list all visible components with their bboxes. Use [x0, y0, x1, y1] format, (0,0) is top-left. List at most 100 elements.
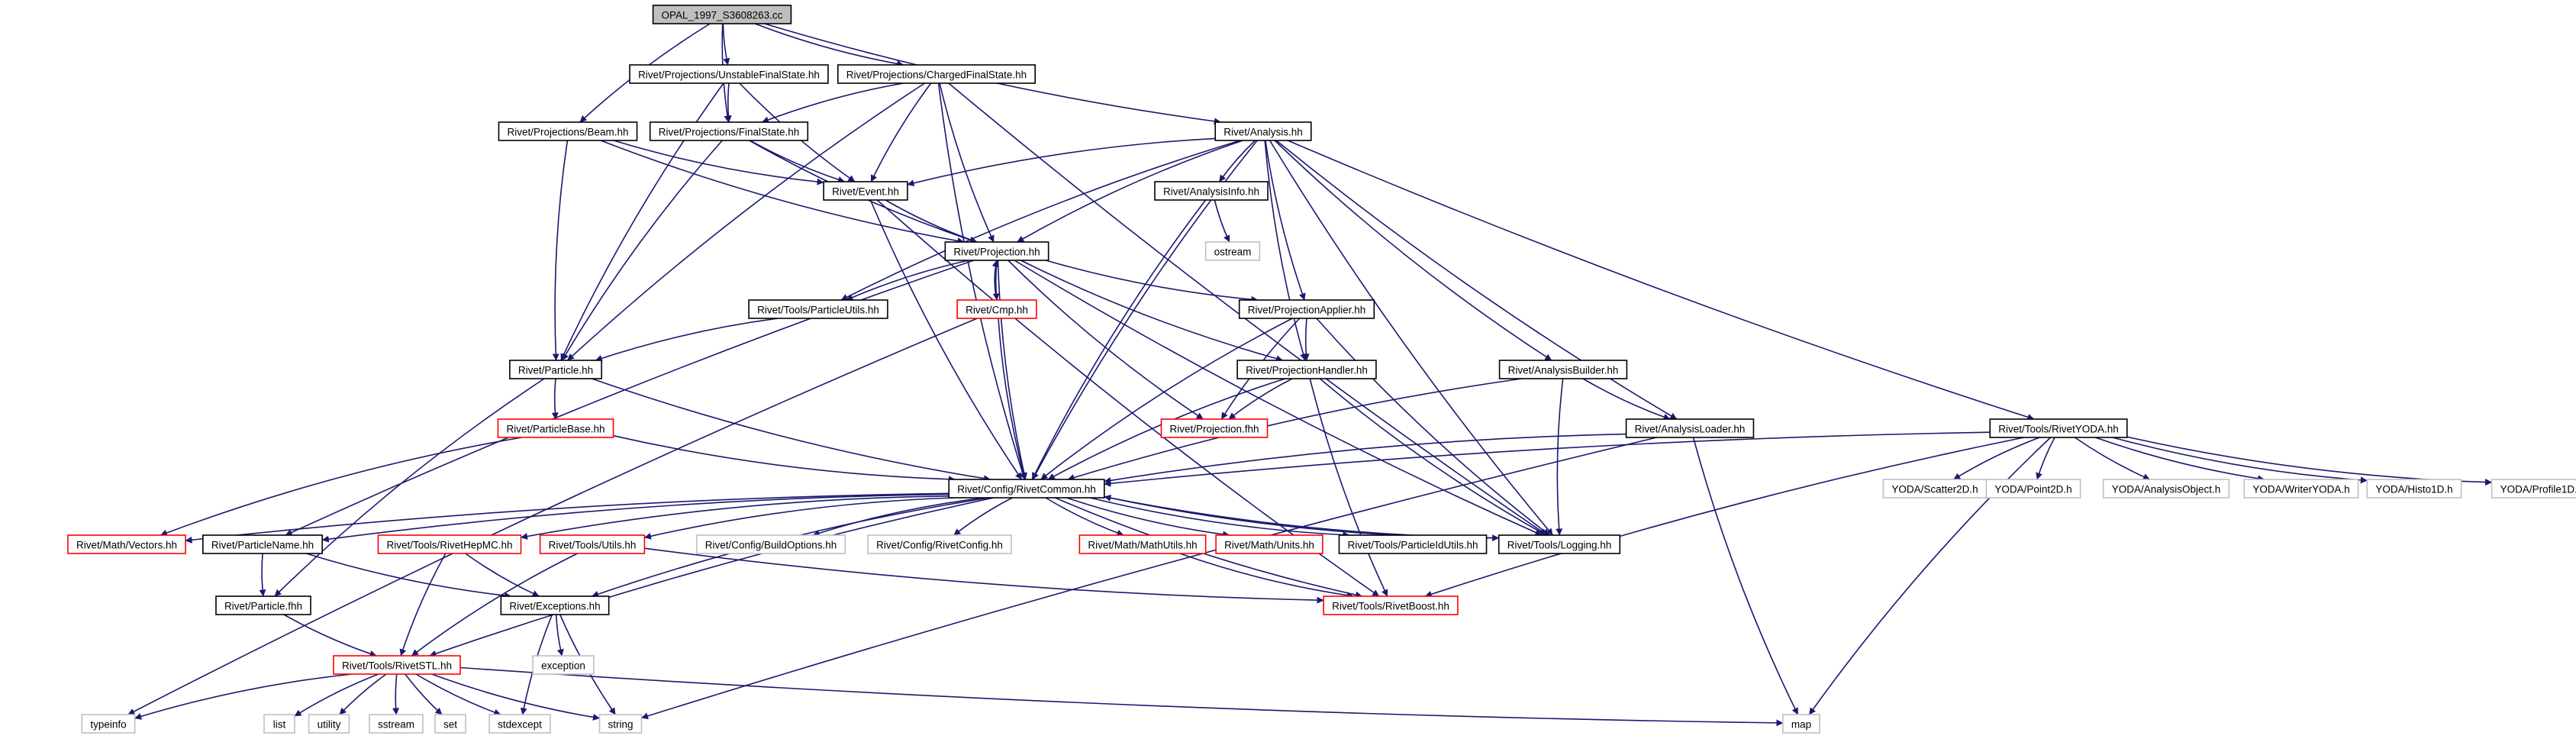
node-rivethepmc[interactable]: Rivet/Tools/RivetHepMC.hh	[377, 534, 522, 554]
node-label: Rivet/AnalysisBuilder.hh	[1508, 365, 1619, 376]
edge-projhandler-to-logging	[1319, 378, 1547, 536]
node-cmp[interactable]: Rivet/Cmp.hh	[956, 299, 1037, 319]
edge-projection-to-logging	[1014, 260, 1543, 536]
node-exceptions[interactable]: Rivet/Exceptions.hh	[500, 595, 610, 615]
node-string[interactable]: string	[598, 714, 643, 734]
node-logging[interactable]: Rivet/Tools/Logging.hh	[1498, 534, 1621, 554]
node-map[interactable]: map	[1782, 714, 1820, 734]
node-projection[interactable]: Rivet/Projection.hh	[944, 241, 1049, 261]
node-box	[1215, 534, 1323, 554]
node-vectors[interactable]: Rivet/Math/Vectors.hh	[67, 534, 186, 554]
node-particleutils[interactable]: Rivet/Tools/ParticleUtils.hh	[748, 299, 888, 319]
node-histo1d[interactable]: YODA/Histo1D.h	[2366, 479, 2462, 499]
node-toolsutils[interactable]: Rivet/Tools/Utils.hh	[539, 534, 646, 554]
node-particle[interactable]: Rivet/Particle.hh	[509, 360, 602, 379]
edge-rivetyoda-to-scatter2d	[1953, 437, 2040, 480]
edge-rivetcommon-to-vectors	[185, 492, 949, 544]
node-writeryoda[interactable]: YODA/WriterYODA.h	[2243, 479, 2359, 499]
node-analysisbuilder[interactable]: Rivet/AnalysisBuilder.hh	[1498, 360, 1628, 379]
edge-analysisloader-to-rivetcommon	[1104, 433, 1627, 484]
node-label: Rivet/Tools/RivetSTL.hh	[342, 660, 452, 672]
edge-charged-to-projection	[939, 82, 995, 243]
node-analysisobject[interactable]: YODA/AnalysisObject.h	[2102, 479, 2230, 499]
node-sstream[interactable]: sstream	[369, 714, 424, 734]
node-label: Rivet/ParticleName.hh	[211, 540, 314, 551]
edge-charged-to-particle	[566, 82, 925, 361]
node-projhandler[interactable]: Rivet/ProjectionHandler.hh	[1236, 360, 1377, 379]
node-projfhh[interactable]: Rivet/Projection.fhh	[1160, 418, 1269, 438]
node-particlefhh[interactable]: Rivet/Particle.fhh	[215, 595, 311, 615]
edge-analysis-to-logging	[1269, 140, 1554, 536]
edge-finalstate-to-event	[750, 140, 845, 183]
node-box	[956, 299, 1037, 319]
node-set[interactable]: set	[434, 714, 466, 734]
node-box	[434, 714, 466, 734]
node-label: Rivet/Projection.hh	[953, 247, 1040, 258]
node-utility[interactable]: utility	[308, 714, 350, 734]
node-label: YODA/WriterYODA.h	[2252, 484, 2349, 495]
node-box	[539, 534, 646, 554]
edge-rivetcommon-to-particleidutils	[1090, 497, 1350, 539]
node-exception[interactable]: exception	[532, 655, 595, 675]
node-box	[823, 181, 908, 201]
node-profile1d[interactable]: YODA/Profile1D.h	[2491, 479, 2576, 499]
node-label: Rivet/Tools/Utils.hh	[549, 540, 637, 551]
node-box	[695, 534, 846, 554]
node-box	[2491, 479, 2576, 499]
edge-rivetcommon-to-buildoptions	[812, 497, 985, 537]
node-typeinfo[interactable]: typeinfo	[81, 714, 136, 734]
node-label: list	[273, 719, 286, 731]
node-rivetcommon[interactable]: Rivet/Config/RivetCommon.hh	[948, 479, 1105, 499]
node-particlename[interactable]: Rivet/ParticleName.hh	[202, 534, 323, 554]
node-box	[1078, 534, 1207, 554]
node-box	[263, 714, 295, 734]
node-label: Rivet/Config/RivetCommon.hh	[957, 484, 1096, 495]
node-analysis[interactable]: Rivet/Analysis.hh	[1214, 121, 1312, 141]
node-scatter2d[interactable]: YODA/Scatter2D.h	[1882, 479, 1988, 499]
node-analysisloader[interactable]: Rivet/AnalysisLoader.hh	[1625, 418, 1755, 438]
node-opal[interactable]: OPAL_1997_S3608263.cc	[652, 5, 792, 24]
node-units[interactable]: Rivet/Math/Units.hh	[1215, 534, 1323, 554]
node-rivetboost[interactable]: Rivet/Tools/RivetBoost.hh	[1323, 595, 1459, 615]
edge-rivetstl-to-stdexcept	[415, 673, 501, 716]
node-point2d[interactable]: YODA/Point2D.h	[1985, 479, 2081, 499]
node-projapplier[interactable]: Rivet/ProjectionApplier.hh	[1238, 299, 1375, 319]
node-rivetconfig[interactable]: Rivet/Config/RivetConfig.hh	[867, 534, 1012, 554]
edge-analysisloader-to-map	[1692, 437, 1799, 715]
node-ostream[interactable]: ostream	[1204, 241, 1261, 261]
edge-rivetstl-to-map	[459, 666, 1784, 727]
node-label: OPAL_1997_S3608263.cc	[662, 10, 783, 21]
node-mathutils[interactable]: Rivet/Math/MathUtils.hh	[1078, 534, 1207, 554]
node-rivetstl[interactable]: Rivet/Tools/RivetSTL.hh	[333, 655, 461, 675]
node-beam[interactable]: Rivet/Projections/Beam.hh	[498, 121, 638, 141]
edge-analysis-to-projhandler	[1264, 140, 1307, 361]
node-analysisinfo[interactable]: Rivet/AnalysisInfo.hh	[1154, 181, 1269, 201]
node-label: Rivet/Projections/ChargedFinalState.hh	[846, 69, 1027, 81]
node-label: Rivet/Projections/Beam.hh	[507, 127, 628, 138]
edge-analysisloader-to-string	[641, 437, 1657, 720]
node-rivetyoda[interactable]: Rivet/Tools/RivetYODA.hh	[1989, 418, 2128, 438]
edge-projapplier-to-rivetcommon	[1040, 318, 1293, 480]
node-buildoptions[interactable]: Rivet/Config/BuildOptions.hh	[695, 534, 846, 554]
node-box	[215, 595, 311, 615]
edge-mathutils-to-rivetboost	[1179, 553, 1354, 599]
edge-beam-to-particle	[552, 140, 569, 361]
node-unstable[interactable]: Rivet/Projections/UnstableFinalState.hh	[629, 64, 829, 84]
edge-rivetyoda-to-point2d	[2036, 437, 2055, 480]
node-particlebase[interactable]: Rivet/ParticleBase.hh	[497, 418, 614, 438]
node-label: typeinfo	[90, 719, 126, 731]
node-charged[interactable]: Rivet/Projections/ChargedFinalState.hh	[837, 64, 1036, 84]
node-particleidutils[interactable]: Rivet/Tools/ParticleIdUtils.hh	[1338, 534, 1488, 554]
node-list[interactable]: list	[263, 714, 295, 734]
edge-rivetcommon-to-particlename	[321, 493, 949, 543]
edge-rivetcommon-to-rivetconfig	[953, 497, 1013, 536]
node-box	[1154, 181, 1269, 201]
node-box	[837, 64, 1036, 84]
node-event[interactable]: Rivet/Event.hh	[823, 181, 908, 201]
edge-particlename-to-particlefhh	[259, 553, 266, 597]
edge-analysis-to-analysisbuilder	[1274, 140, 1552, 361]
edge-rivetstl-to-sstream	[392, 673, 399, 715]
node-finalstate[interactable]: Rivet/Projections/FinalState.hh	[649, 121, 809, 141]
node-stdexcept[interactable]: stdexcept	[488, 714, 551, 734]
edge-rivetcommon-to-rivetstl	[429, 497, 995, 657]
